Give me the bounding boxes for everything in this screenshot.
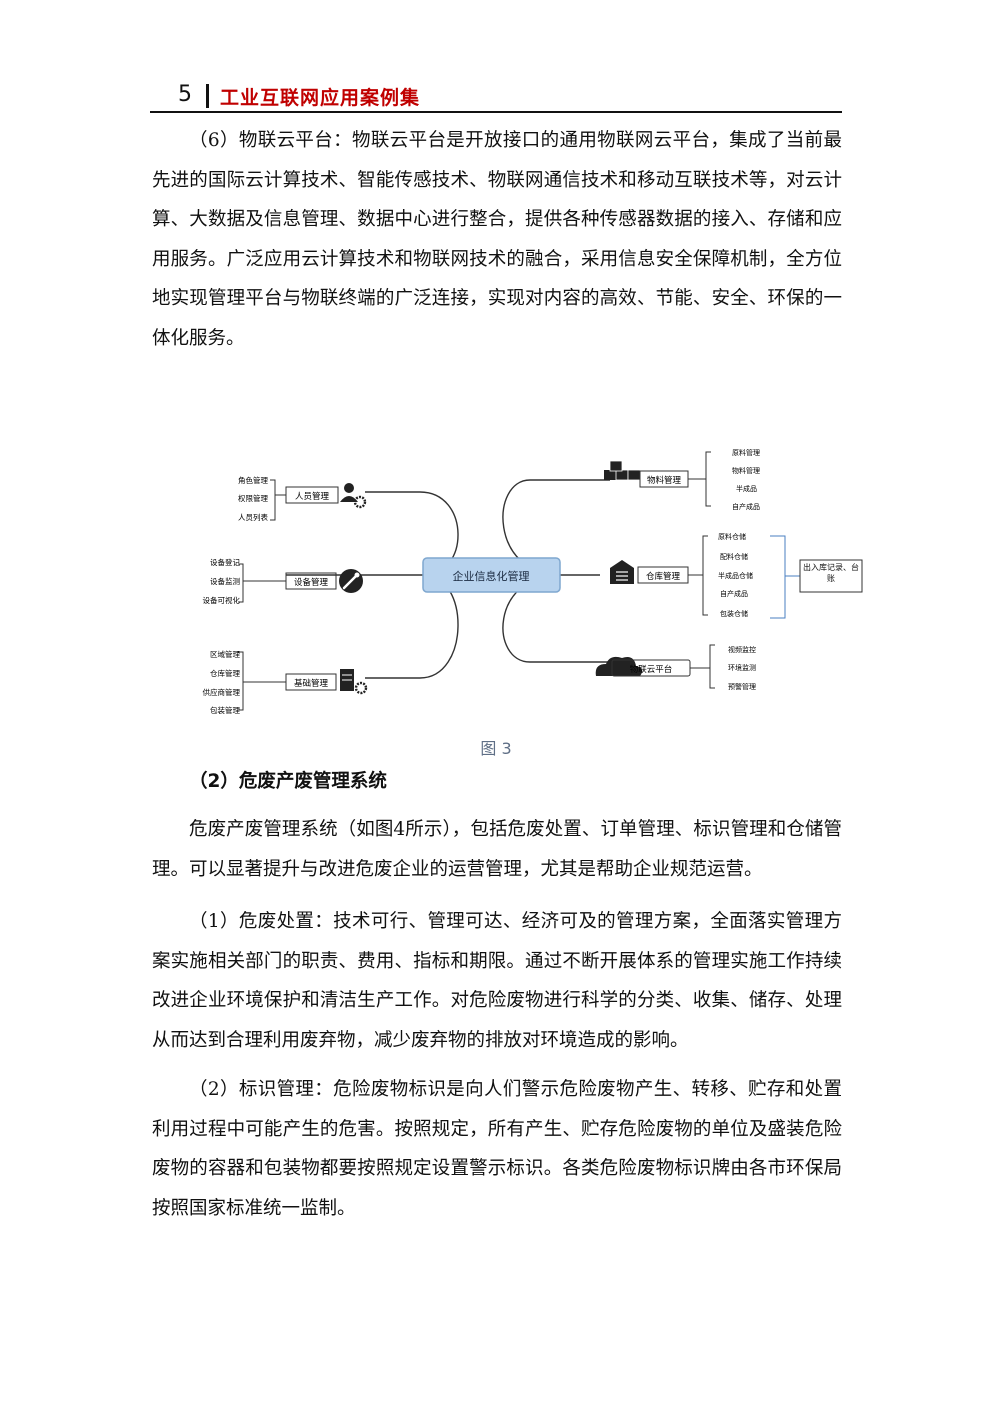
branch-label-personnel: 人员管理 bbox=[295, 491, 330, 502]
leaf-basic-3: 供应商管理 bbox=[203, 687, 241, 697]
leaf-iot-3: 预警管理 bbox=[728, 682, 756, 691]
leaf-equipment-2: 设备监测 bbox=[210, 576, 240, 586]
page-number: 5 bbox=[178, 82, 192, 107]
branch-label-basic: 基础管理 bbox=[294, 678, 329, 689]
branch-label-warehouse: 仓库管理 bbox=[646, 571, 681, 582]
wrench-icon bbox=[339, 569, 363, 593]
branch-iot: 物联云平台 视频监控 环境监测 预警管理 bbox=[595, 644, 756, 691]
branch-basic: 基础管理 区域管理 仓库管理 供应商管理 包装管理 bbox=[203, 649, 368, 715]
user-gear-icon bbox=[340, 483, 367, 509]
leaf-basic-4: 包装管理 bbox=[210, 705, 240, 715]
boxes-icon bbox=[604, 460, 641, 481]
header-divider bbox=[206, 84, 209, 108]
branch-equipment: 设备管理 设备登记 设备监测 设备可视化 bbox=[203, 557, 363, 605]
leaf-warehouse-1: 原料仓储 bbox=[718, 532, 746, 541]
paragraph-iot-cloud: （6）物联云平台：物联云平台是开放接口的通用物联网云平台，集成了当前最先进的国际… bbox=[152, 130, 842, 349]
header-rule bbox=[150, 111, 842, 113]
figure-caption: 图 3 bbox=[480, 739, 512, 758]
branch-label-iot: 物联云平台 bbox=[630, 664, 673, 675]
leaf-iot-2: 环境监测 bbox=[728, 663, 756, 672]
leaf-equipment-1: 设备登记 bbox=[210, 557, 240, 567]
leaf-materials-2: 物料管理 bbox=[732, 466, 760, 475]
paragraph-disposal: （1）危废处置：技术可行、管理可达、经济可及的管理方案，全面落实管理方案实施相关… bbox=[152, 911, 842, 1051]
mind-map-diagram: 企业信息化管理 人员管理 角色管理 权限管理 人员列表 设备管理 设备登记 设备… bbox=[203, 448, 863, 715]
cloud-icon bbox=[595, 656, 643, 676]
branch-personnel: 人员管理 角色管理 权限管理 人员列表 bbox=[238, 475, 367, 522]
leaf-warehouse-2: 配料仓储 bbox=[720, 552, 748, 561]
leaf-warehouse-4: 自产成品 bbox=[720, 589, 748, 598]
paragraph-system-intro: 危废产废管理系统（如图4所示），包括危废处置、订单管理、标识管理和仓储管理。可以… bbox=[152, 819, 842, 880]
leaf-materials-1: 原料管理 bbox=[732, 448, 760, 457]
center-node bbox=[422, 557, 561, 593]
leaf-equipment-3: 设备可视化 bbox=[203, 595, 241, 605]
branch-warehouse: 仓库管理 原料仓储 配料仓储 半成品仓储 自产成品 包装仓储 出入库记录、台账 bbox=[610, 532, 863, 619]
header-title: 工业互联网应用案例集 bbox=[220, 87, 421, 109]
warehouse-records: 出入库记录、台账 bbox=[803, 563, 859, 583]
branch-label-materials: 物料管理 bbox=[647, 475, 682, 486]
leaf-personnel-2: 权限管理 bbox=[238, 493, 268, 503]
leaf-materials-3: 半成品 bbox=[736, 484, 757, 493]
branch-materials: 物料管理 原料管理 物料管理 半成品 自产成品 bbox=[604, 448, 760, 511]
leaf-basic-1: 区域管理 bbox=[210, 649, 240, 659]
center-node-label: 企业信息化管理 bbox=[453, 569, 530, 583]
paragraph-labeling: （2）标识管理：危险废物标识是向人们警示危险废物产生、转移、贮存和处置利用过程中… bbox=[152, 1079, 842, 1219]
leaf-warehouse-3: 半成品仓储 bbox=[718, 571, 753, 580]
leaf-personnel-3: 人员列表 bbox=[238, 512, 268, 522]
section-heading: （2）危废产废管理系统 bbox=[189, 771, 387, 792]
page-header: 5 工业互联网应用案例集 bbox=[150, 80, 842, 113]
leaf-warehouse-5: 包装仓储 bbox=[720, 609, 748, 618]
leaf-basic-2: 仓库管理 bbox=[210, 668, 240, 678]
leaf-personnel-1: 角色管理 bbox=[238, 475, 268, 485]
server-gear-icon bbox=[340, 669, 368, 695]
leaf-iot-1: 视频监控 bbox=[728, 645, 756, 654]
branch-label-equipment: 设备管理 bbox=[294, 577, 329, 588]
leaf-materials-4: 自产成品 bbox=[732, 502, 760, 511]
warehouse-icon bbox=[610, 560, 634, 584]
